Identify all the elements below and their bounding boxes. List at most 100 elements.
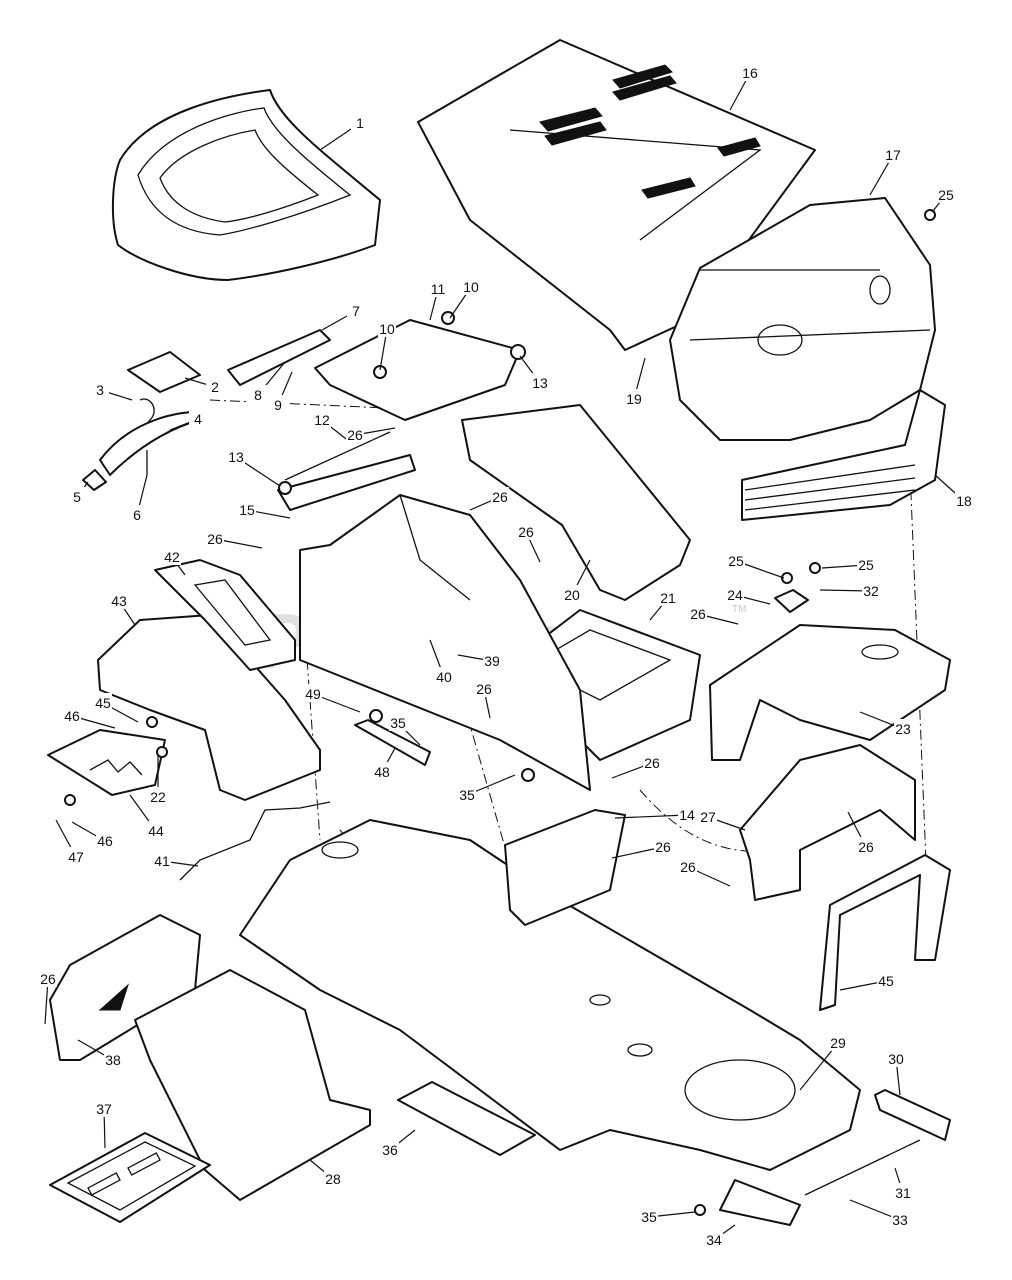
callout-label-10: 10 (379, 321, 395, 337)
callout-bg-44 (147, 821, 165, 839)
callout-label-25: 25 (858, 557, 874, 573)
center-frame-part (299, 494, 591, 791)
callout-label-14: 14 (679, 807, 695, 823)
callout-bg-7 (347, 301, 365, 319)
callout-bg-8 (249, 385, 267, 403)
lower-bracket-part (819, 854, 951, 1011)
callout-label-28: 28 (325, 1171, 341, 1187)
callout-bg-18 (955, 491, 973, 509)
callout-label-46: 46 (64, 708, 80, 724)
callout-label-10: 10 (463, 279, 479, 295)
callout-bg-38 (104, 1050, 122, 1068)
callout-label-35: 35 (641, 1209, 657, 1225)
callout-label-4: 4 (194, 411, 202, 427)
callout-bg-25 (727, 551, 745, 569)
hood-part (669, 197, 936, 441)
callout-bg-25 (857, 555, 875, 573)
callout-label-32: 32 (863, 583, 879, 599)
callout-label-11: 11 (431, 281, 446, 297)
callout-label-8: 8 (254, 387, 262, 403)
callout-bg-23 (894, 719, 912, 737)
callout-bg-6 (128, 505, 146, 523)
callout-bg-35 (389, 713, 407, 731)
callout-label-43: 43 (111, 593, 127, 609)
callout-bg-15 (238, 500, 256, 518)
shift-plate-part (47, 729, 166, 796)
callout-bg-10 (462, 277, 480, 295)
callout-bg-35 (640, 1207, 658, 1225)
callout-bg-40 (435, 667, 453, 685)
callout-label-40: 40 (436, 669, 452, 685)
callout-label-39: 39 (484, 653, 500, 669)
callout-bg-32 (862, 581, 880, 599)
floor-mat-part (134, 969, 371, 1201)
callout-label-26: 26 (492, 489, 508, 505)
callout-bg-1 (351, 113, 369, 131)
callout-bg-25 (937, 185, 955, 203)
callout-label-26: 26 (207, 531, 223, 547)
callout-bg-26 (654, 837, 672, 855)
callout-bg-26 (689, 604, 707, 622)
callout-label-26: 26 (40, 971, 56, 987)
callout-bg-28 (324, 1169, 342, 1187)
callout-label-26: 26 (858, 839, 874, 855)
callout-label-44: 44 (148, 823, 164, 839)
callout-label-24: 24 (727, 587, 743, 603)
watermark-trademark: TM (732, 604, 746, 615)
callout-bg-21 (659, 588, 677, 606)
callout-label-42: 42 (164, 549, 180, 565)
callout-label-38: 38 (105, 1052, 121, 1068)
callout-label-37: 37 (96, 1101, 112, 1117)
callout-bg-26 (679, 857, 697, 875)
callout-bg-35 (458, 785, 476, 803)
callout-label-26: 26 (680, 859, 696, 875)
callout-bg-11 (429, 279, 447, 297)
hardware-parts (64, 209, 936, 1216)
callout-label-25: 25 (938, 187, 954, 203)
callout-label-13: 13 (532, 375, 548, 391)
callout-bg-49 (304, 684, 322, 702)
callout-label-26: 26 (644, 755, 660, 771)
callout-label-16: 16 (742, 65, 758, 81)
callout-label-17: 17 (885, 147, 901, 163)
callout-label-33: 33 (892, 1212, 908, 1228)
callout-label-13: 13 (228, 449, 244, 465)
main-frame-part (239, 819, 861, 1171)
callout-label-6: 6 (133, 507, 141, 523)
callout-bg-43 (110, 591, 128, 609)
callout-bg-13 (227, 447, 245, 465)
callout-label-26: 26 (518, 524, 534, 540)
callout-label-29: 29 (830, 1035, 846, 1051)
callout-bg-33 (891, 1210, 909, 1228)
callout-label-47: 47 (68, 849, 84, 865)
callout-label-45: 45 (878, 973, 894, 989)
callout-label-26: 26 (655, 839, 671, 855)
callout-label-20: 20 (564, 587, 580, 603)
callout-leader-14 (614, 814, 688, 819)
callout-bg-17 (884, 145, 902, 163)
callout-bg-20 (563, 585, 581, 603)
callout-label-19: 19 (626, 391, 642, 407)
callout-bg-46 (96, 831, 114, 849)
rod-wire-part (179, 801, 331, 881)
support-bracket-part (739, 744, 916, 901)
callout-bg-3 (91, 380, 109, 398)
fender-cover-part (709, 624, 951, 761)
callout-label-23: 23 (895, 721, 911, 737)
callout-label-22: 22 (150, 789, 166, 805)
callout-bg-26 (39, 969, 57, 987)
callout-bg-5 (68, 487, 86, 505)
callout-bg-34 (705, 1230, 723, 1248)
pedal-cover-part (154, 559, 296, 671)
callout-bg-26 (491, 487, 509, 505)
callout-bg-42 (163, 547, 181, 565)
callout-bg-9 (269, 395, 287, 413)
callout-bg-2 (206, 377, 224, 395)
callout-bg-48 (373, 762, 391, 780)
callout-label-48: 48 (374, 764, 390, 780)
callout-bg-45 (94, 693, 112, 711)
callout-bg-13 (531, 373, 549, 391)
callout-bg-26 (517, 522, 535, 540)
plate-part (504, 809, 626, 926)
callout-label-5: 5 (73, 489, 81, 505)
